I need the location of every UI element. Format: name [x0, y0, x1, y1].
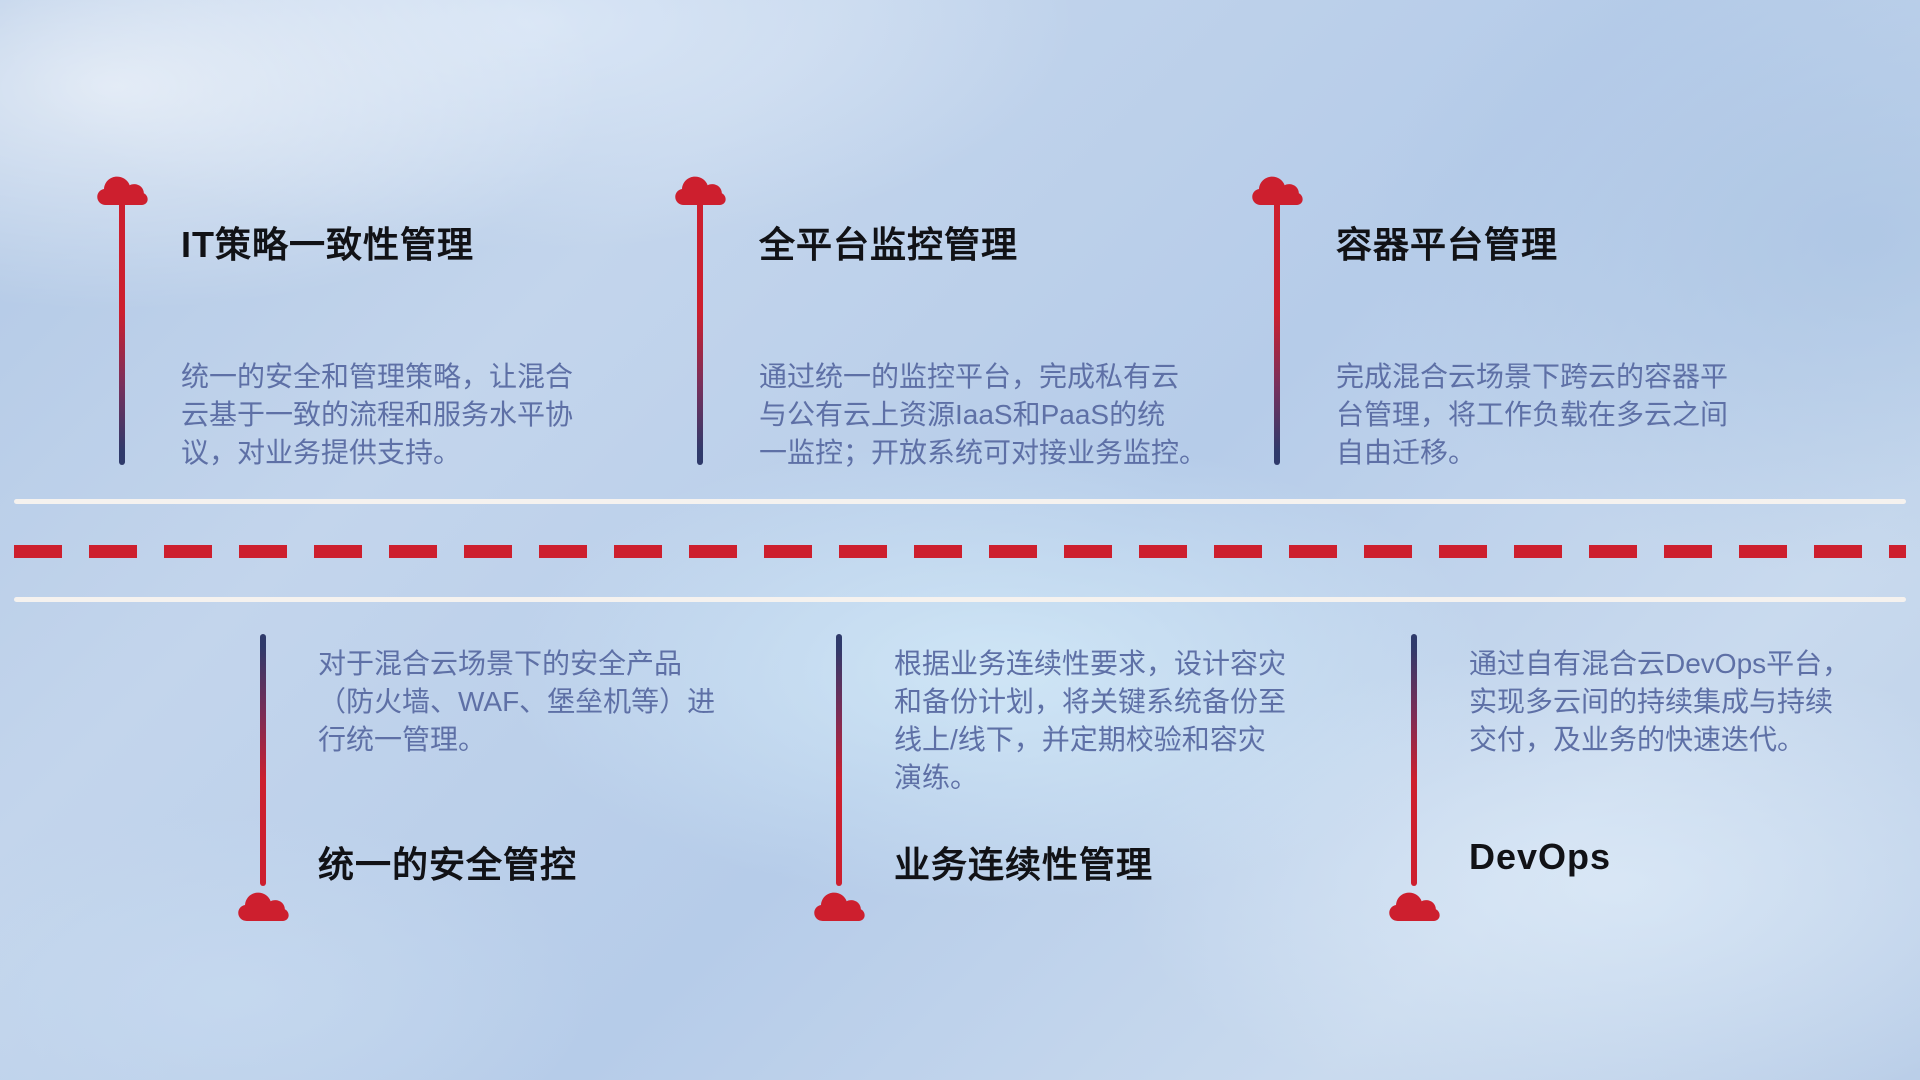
item-description: 完成混合云场景下跨云的容器平 台管理，将工作负载在多云之间 自由迁移。	[1336, 361, 1729, 468]
item-title: 业务连续性管理	[894, 844, 1154, 885]
cloud-icon	[1252, 176, 1303, 205]
cloud-icon	[1389, 892, 1440, 921]
item-description: 对于混合云场景下的安全产品 （防火墙、WAF、堡垒机等）进 行统一管理。	[318, 648, 716, 755]
item-title: IT策略一致性管理	[181, 224, 474, 265]
item-title: 统一的安全管控	[318, 844, 578, 885]
connector-line	[697, 202, 703, 465]
item-description: 根据业务连续性要求，设计容灾 和备份计划，将关键系统备份至 线上/线下，并定期校…	[894, 648, 1287, 793]
road-dashed-center-line	[14, 545, 1906, 558]
cloud-icon	[97, 176, 148, 205]
cloud-icon	[238, 892, 289, 921]
connector-line	[1411, 634, 1417, 886]
connector-line	[260, 634, 266, 886]
item-description: 通过自有混合云DevOps平台， 实现多云间的持续集成与持续 交付，及业务的快速…	[1469, 648, 1851, 755]
connector-line	[119, 202, 125, 465]
connector-line	[836, 634, 842, 886]
item-title: 容器平台管理	[1336, 224, 1559, 265]
item-description: 通过统一的监控平台，完成私有云 与公有云上资源IaaS和PaaS的统 一监控；开…	[759, 361, 1208, 468]
road-line-bottom	[14, 597, 1906, 602]
cloud-icon	[814, 892, 865, 921]
connector-line	[1274, 202, 1280, 465]
road-line-top	[14, 499, 1906, 504]
cloud-icon	[675, 176, 726, 205]
item-description: 统一的安全和管理策略，让混合 云基于一致的流程和服务水平协 议，对业务提供支持。	[181, 361, 574, 468]
item-title: DevOps	[1469, 836, 1612, 877]
item-title: 全平台监控管理	[759, 224, 1019, 265]
